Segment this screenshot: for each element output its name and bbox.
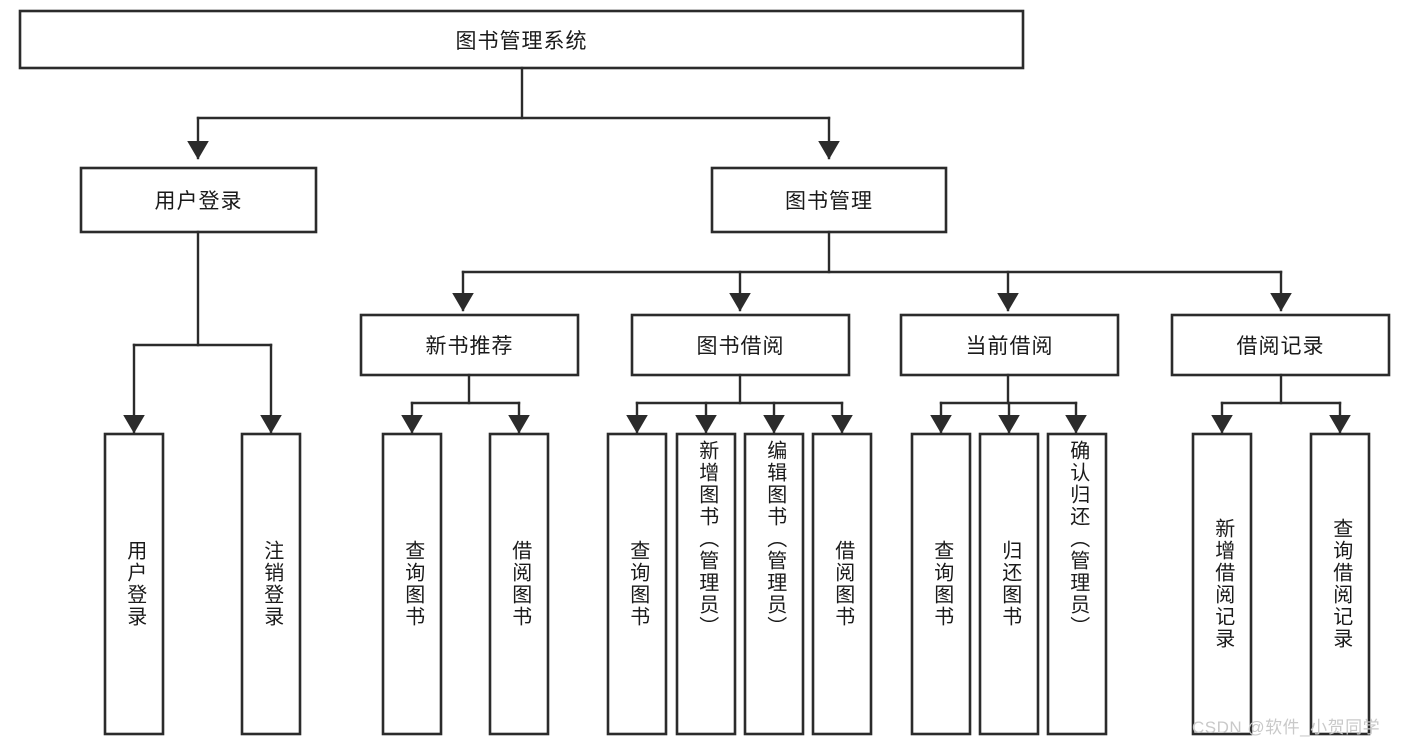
leaf-box-current-borrow-3[interactable] [1046,432,1108,736]
leaf-box-book-borrow-4[interactable] [811,432,873,736]
leaf-box-user-login-2[interactable] [240,432,302,736]
leaf-box-new-book-1[interactable] [381,432,443,736]
node-current-borrow-box[interactable] [899,313,1120,377]
leaf-box-book-borrow-1[interactable] [606,432,668,736]
leaf-box-borrow-record-2[interactable] [1309,432,1371,736]
node-book-manage-box[interactable] [710,166,948,234]
leaf-box-new-book-2[interactable] [488,432,550,736]
leaf-box-book-borrow-2[interactable] [675,432,737,736]
node-new-book-box[interactable] [359,313,580,377]
leaf-box-user-login-1[interactable] [103,432,165,736]
leaf-box-borrow-record-1[interactable] [1191,432,1253,736]
node-root-box[interactable] [18,9,1025,70]
leaf-box-current-borrow-1[interactable] [910,432,972,736]
leaf-box-book-borrow-3[interactable] [743,432,805,736]
leaf-box-current-borrow-2[interactable] [978,432,1040,736]
node-borrow-record-box[interactable] [1170,313,1391,377]
node-user-login-box[interactable] [79,166,318,234]
node-book-borrow-box[interactable] [630,313,851,377]
